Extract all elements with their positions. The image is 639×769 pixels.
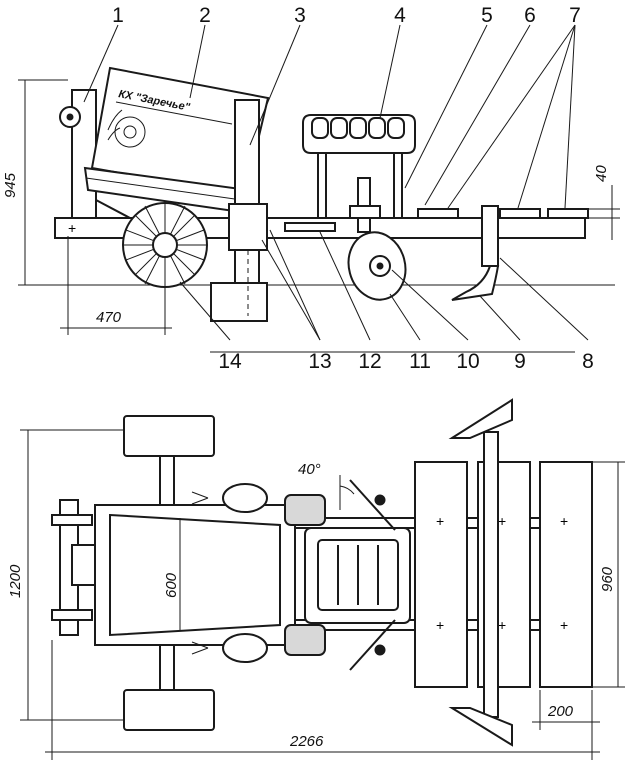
tuber-cups bbox=[311, 117, 405, 139]
hiller-wing-bottom bbox=[448, 707, 513, 747]
roller-bottom bbox=[222, 633, 268, 663]
post-bracket bbox=[349, 205, 381, 219]
callout-3: 3 bbox=[294, 4, 306, 27]
tray-leg-left bbox=[317, 152, 327, 219]
plate-mark-4: + bbox=[498, 617, 506, 633]
callout-7: 7 bbox=[569, 4, 581, 27]
dim-angle: 40° bbox=[298, 461, 321, 478]
dim-length: 2266 bbox=[289, 733, 324, 750]
callout-6: 6 bbox=[524, 4, 536, 27]
plate-mark-2: + bbox=[436, 617, 444, 633]
dim-hopper-width: 600 bbox=[163, 572, 180, 598]
hitch-bracket-bottom bbox=[51, 609, 93, 621]
hiller-bar bbox=[483, 431, 499, 718]
callout-9: 9 bbox=[514, 350, 526, 373]
callout-4: 4 bbox=[394, 4, 406, 27]
dim-wheel-offset: 470 bbox=[96, 309, 122, 326]
post-foot bbox=[210, 282, 268, 322]
hiller-shank bbox=[481, 205, 499, 267]
plate-mark-3: + bbox=[498, 513, 506, 529]
disc-bottom bbox=[349, 619, 396, 671]
press-plate-right bbox=[539, 461, 593, 688]
hitch-block bbox=[71, 544, 97, 586]
wheel-top bbox=[123, 415, 215, 457]
callout-5: 5 bbox=[481, 4, 493, 27]
plate-mark-6: + bbox=[560, 617, 568, 633]
hiller-wing-top bbox=[448, 398, 513, 439]
hitch-mark: + bbox=[68, 220, 76, 236]
dim-width: 1200 bbox=[7, 564, 24, 598]
tire-top bbox=[284, 494, 326, 526]
tray-leg-right bbox=[393, 152, 403, 219]
roller-top bbox=[222, 483, 268, 513]
plate-mark-1: + bbox=[436, 513, 444, 529]
bar-right bbox=[547, 208, 589, 219]
hopper-emblem bbox=[107, 109, 146, 148]
callout-1: 1 bbox=[112, 4, 124, 27]
hitch-bracket-top bbox=[51, 514, 93, 526]
plate-mark-5: + bbox=[560, 513, 568, 529]
callout-8: 8 bbox=[582, 350, 594, 373]
dim-bar-thickness: 40 bbox=[593, 165, 610, 182]
dim-rear-width-lines bbox=[592, 461, 625, 688]
dim-bar-lines bbox=[588, 185, 620, 240]
post-clamp bbox=[228, 203, 268, 251]
callout-leaders bbox=[83, 24, 589, 341]
disc-top bbox=[349, 479, 396, 531]
vertical-post bbox=[234, 99, 260, 286]
callout-13: 13 bbox=[308, 350, 331, 373]
callout-14: 14 bbox=[218, 350, 242, 373]
dim-height-lines bbox=[18, 79, 68, 286]
callout-12: 12 bbox=[358, 350, 381, 373]
dim-height: 945 bbox=[2, 172, 19, 198]
tire-bottom bbox=[284, 624, 326, 656]
dim-length-lines bbox=[45, 640, 600, 760]
hiller-blade bbox=[451, 265, 500, 301]
side-view: + КХ "Заречье" bbox=[2, 4, 620, 373]
press-plate-left bbox=[414, 461, 468, 688]
hopper-inner bbox=[109, 513, 281, 637]
wheel-bottom bbox=[123, 689, 215, 731]
callout-11: 11 bbox=[409, 350, 431, 373]
dim-rear-width: 960 bbox=[599, 566, 616, 592]
bar-left bbox=[417, 208, 459, 219]
link-bar bbox=[284, 222, 336, 232]
callout-10: 10 bbox=[456, 350, 479, 373]
dim-wheel-offset-lines bbox=[60, 236, 172, 335]
top-view: 600 40° + + + + + + bbox=[7, 398, 625, 760]
callout-2: 2 bbox=[199, 4, 211, 27]
dim-roller-width: 200 bbox=[547, 703, 574, 720]
bar-middle bbox=[499, 208, 541, 219]
dim-width-lines bbox=[20, 429, 124, 721]
